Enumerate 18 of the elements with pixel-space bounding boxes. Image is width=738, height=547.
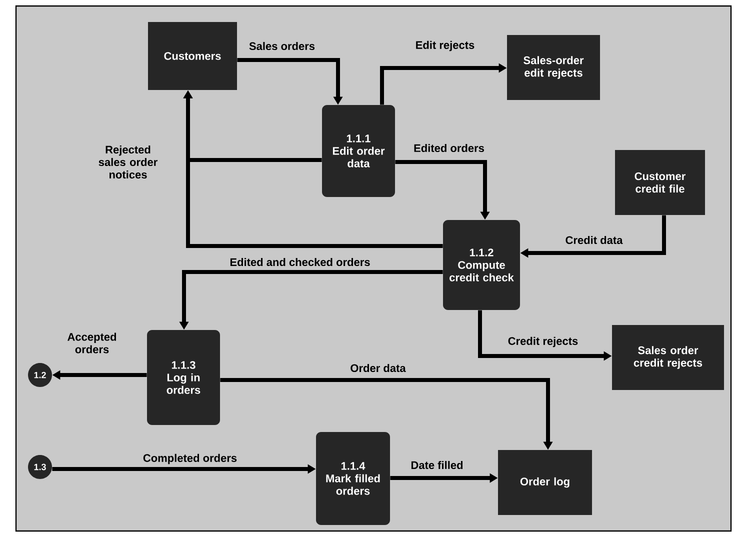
edge-label: Edit rejects [414, 40, 476, 52]
entity-box: Sales-order edit rejects [507, 35, 600, 100]
edge-label: Order data [349, 362, 407, 374]
edge-label: Completed orders [142, 452, 238, 466]
entity-box: Customers [148, 22, 237, 90]
edge-label: Date filled [410, 460, 464, 470]
entity-box: Sales order credit rejects [612, 325, 724, 390]
entity-box: Customer credit file [615, 150, 705, 215]
process-box: 1.1.4 Mark filled orders [316, 432, 390, 525]
edge-label: Edited orders [412, 142, 486, 154]
entity-box: Order log [498, 450, 592, 515]
edge-label: Rejected sales order notices [92, 144, 164, 180]
process-box: 1.1.1 Edit order data [322, 105, 395, 197]
process-box: 1.1.3 Log in orders [147, 330, 220, 425]
edge-label: Edited and checked orders [228, 256, 372, 268]
edge-label: Credit rejects [506, 336, 580, 348]
process-box: 1.1.2 Compute credit check [443, 220, 520, 310]
edge-label: Accepted orders [61, 332, 123, 354]
